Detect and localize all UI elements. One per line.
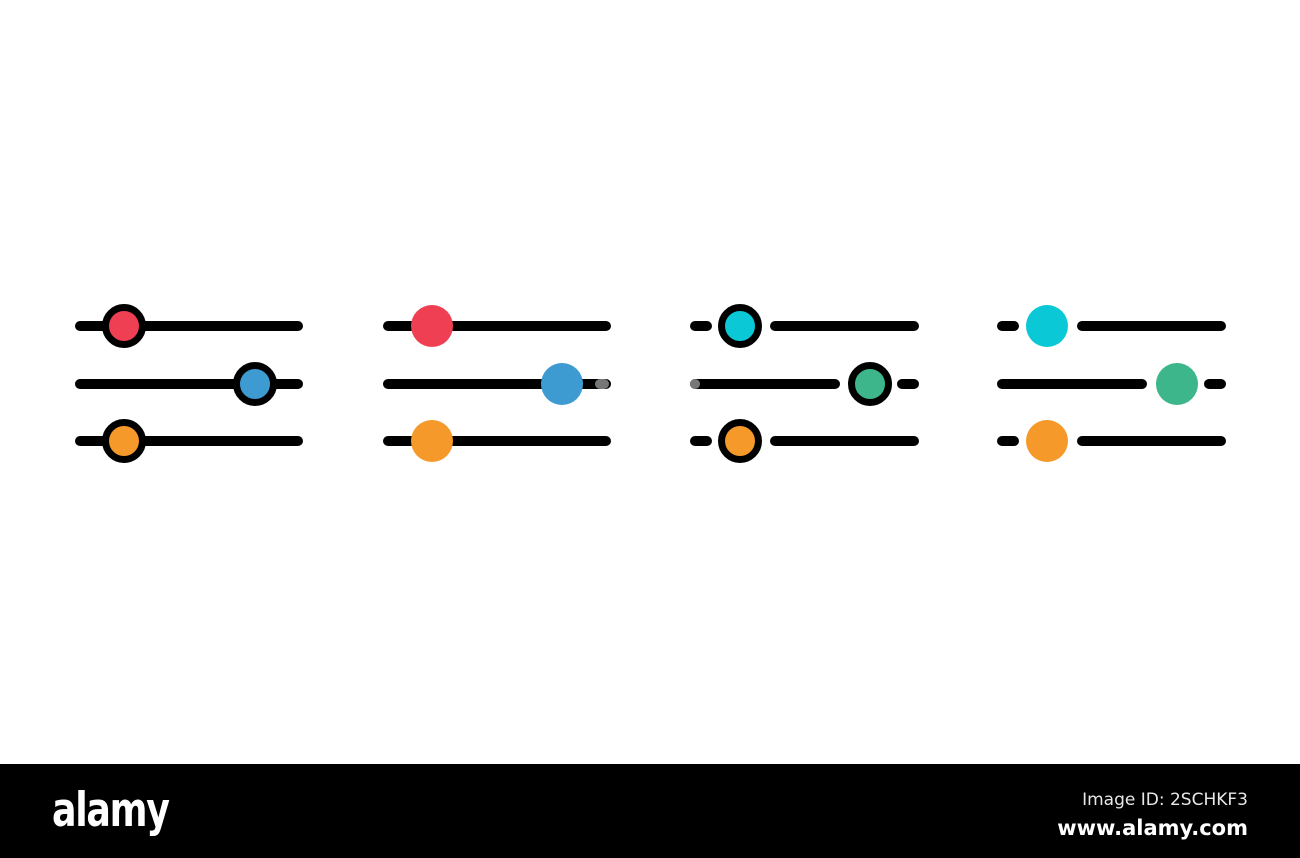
- alamy-logo: alamy: [52, 783, 170, 838]
- slider-knob-cyan[interactable]: [1026, 305, 1068, 347]
- slider-track-segment[interactable]: [690, 436, 712, 446]
- slider-track-segment[interactable]: [770, 436, 919, 446]
- slider-track-segment[interactable]: [75, 436, 303, 446]
- slider-knob-green[interactable]: [1156, 363, 1198, 405]
- slider-knob-orange[interactable]: [1026, 420, 1068, 462]
- slider-track-segment[interactable]: [770, 321, 919, 331]
- slider-track-segment[interactable]: [75, 379, 303, 389]
- slider-knob-orange[interactable]: [411, 420, 453, 462]
- slider-knob-blue[interactable]: [233, 362, 277, 406]
- track-artifact: [690, 379, 700, 389]
- track-artifact: [595, 379, 609, 389]
- watermark-image-id: Image ID: 2SCHKF3: [1082, 790, 1248, 810]
- slider-track-segment[interactable]: [997, 436, 1019, 446]
- slider-track-segment[interactable]: [75, 321, 303, 331]
- slider-knob-green[interactable]: [848, 362, 892, 406]
- slider-track-segment[interactable]: [383, 379, 611, 389]
- slider-track-segment[interactable]: [1204, 379, 1226, 389]
- slider-knob-red[interactable]: [411, 305, 453, 347]
- slider-track-segment[interactable]: [690, 379, 840, 389]
- slider-track-segment[interactable]: [1077, 321, 1226, 331]
- slider-knob-red[interactable]: [102, 304, 146, 348]
- watermark-bar: alamy Image ID: 2SCHKF3 www.alamy.com: [0, 764, 1300, 858]
- slider-track-segment[interactable]: [1077, 436, 1226, 446]
- slider-knob-blue[interactable]: [541, 363, 583, 405]
- slider-track-segment[interactable]: [690, 321, 712, 331]
- watermark-url: www.alamy.com: [1057, 816, 1248, 840]
- slider-track-segment[interactable]: [383, 321, 611, 331]
- slider-track-segment[interactable]: [383, 436, 611, 446]
- slider-knob-cyan[interactable]: [718, 304, 762, 348]
- slider-track-segment[interactable]: [997, 321, 1019, 331]
- slider-track-segment[interactable]: [897, 379, 919, 389]
- slider-knob-orange[interactable]: [718, 419, 762, 463]
- slider-track-segment[interactable]: [997, 379, 1147, 389]
- slider-knob-orange[interactable]: [102, 419, 146, 463]
